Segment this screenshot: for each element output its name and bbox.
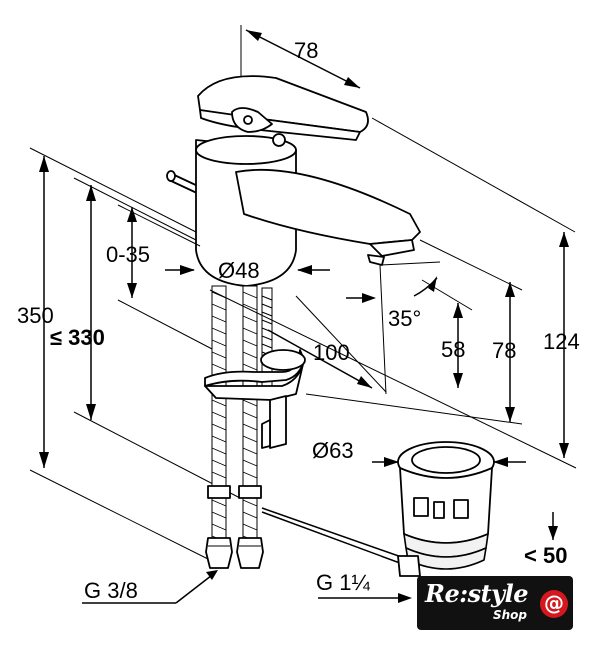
dim-diameter-48: Ø48: [165, 258, 330, 283]
dim-350: 350: [17, 147, 211, 561]
thread-g114: G 1¼: [316, 570, 412, 603]
cart-icon: @: [540, 590, 568, 618]
thread-g114-label: G 1¼: [316, 570, 370, 595]
dim-330-label: ≤ 330: [50, 325, 105, 350]
dim-78-top: 78: [240, 25, 576, 233]
pop-up-drain: [397, 441, 495, 577]
dim-drain-50-label: < 50: [524, 543, 567, 568]
thread-g38: G 3/8: [82, 570, 218, 604]
logo-sub: Shop: [493, 608, 528, 622]
dim-0-35-label: 0-35: [106, 242, 150, 267]
dim-100: 100: [267, 295, 387, 393]
dim-58: 58: [421, 279, 473, 388]
dim-diameter-63: Ø63: [312, 438, 526, 467]
dim-diameter-63-label: Ø63: [312, 438, 354, 463]
logo-text: Re:style: [425, 579, 529, 608]
dim-100-label: 100: [313, 340, 350, 365]
supply-hoses: [205, 285, 273, 569]
dim-angle-35-label: 35°: [388, 306, 421, 331]
dim-124-label: 124: [543, 329, 580, 354]
dim-0-35: 0-35: [106, 204, 215, 351]
dim-78-side-label: 78: [492, 338, 516, 363]
restyle-shop-logo: Re:style Shop @: [417, 576, 573, 630]
dim-124: 124: [543, 232, 580, 458]
dim-drain-50: < 50: [524, 512, 567, 568]
dim-diameter-48-label: Ø48: [218, 258, 260, 283]
dim-angle-35: 35°: [346, 261, 441, 395]
mounting-bracket: [204, 349, 306, 449]
thread-g38-label: G 3/8: [84, 578, 138, 603]
dim-350-label: 350: [17, 303, 54, 328]
dim-58-label: 58: [441, 337, 465, 362]
dim-78-side: 78: [419, 239, 523, 422]
dim-78-top-label: 78: [294, 38, 318, 63]
faucet: [166, 75, 421, 287]
